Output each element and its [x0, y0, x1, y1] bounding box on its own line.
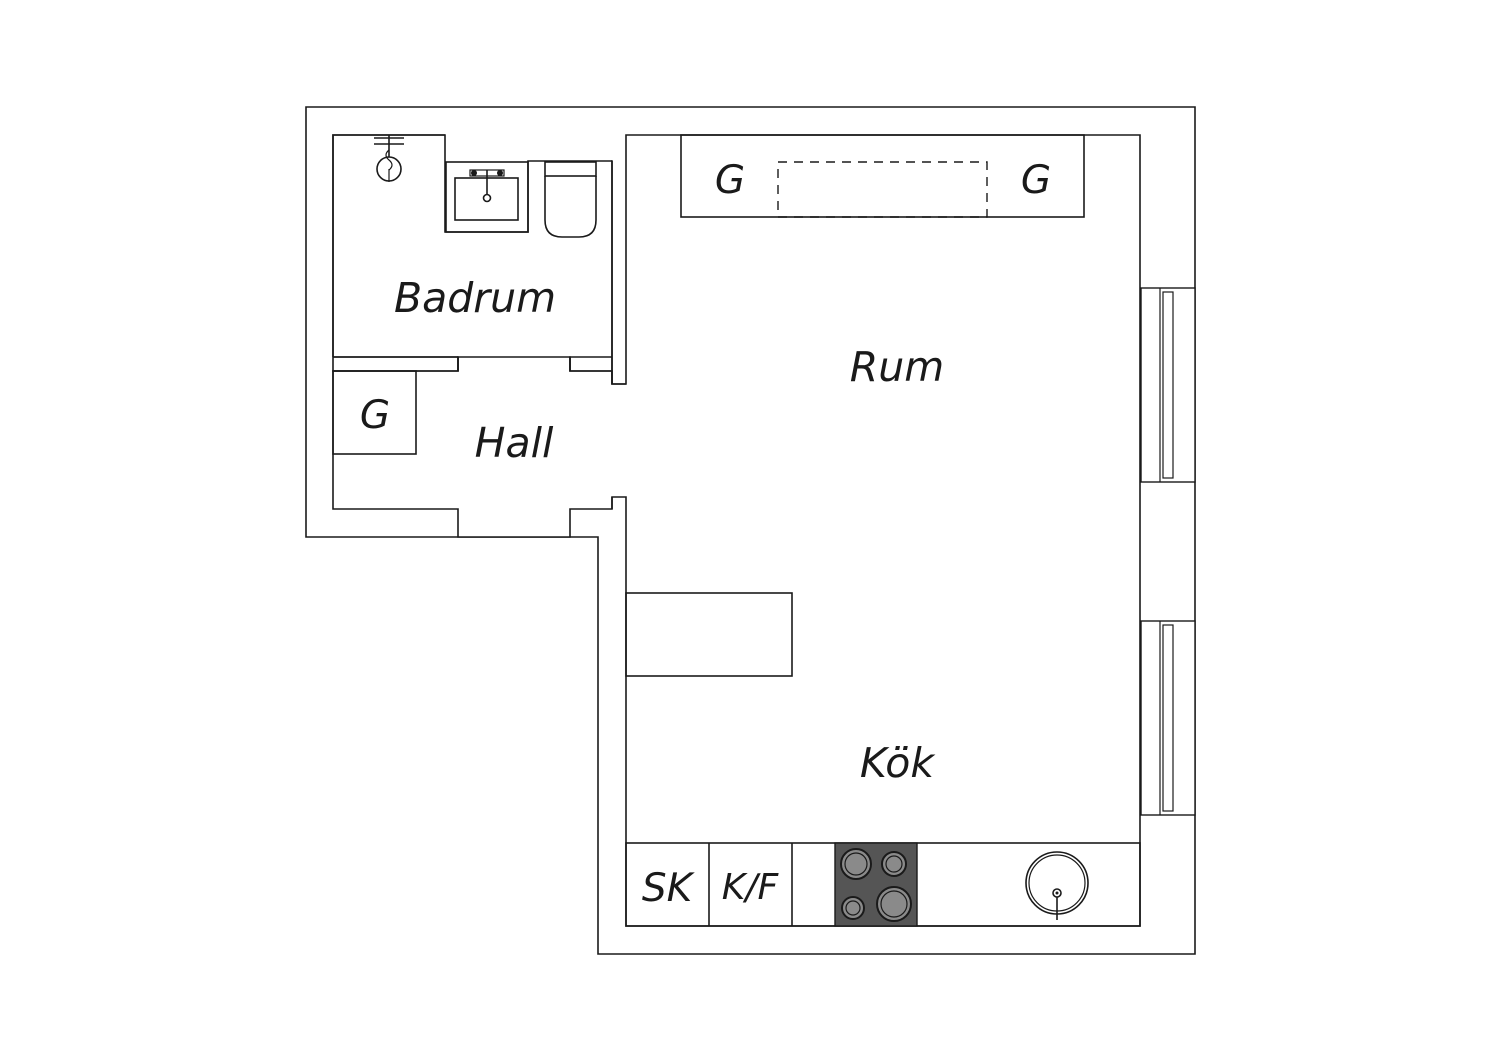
wardrobe-label-right: G: [1021, 158, 1051, 203]
kitchen-sink-icon: [1025, 851, 1089, 920]
fridge-freezer-label: K/F: [722, 867, 780, 908]
wardrobe-unit-top: [680, 134, 1085, 218]
hall-wardrobe: [332, 370, 417, 455]
shower-icon: [374, 135, 404, 182]
wardrobe-label-left: G: [715, 158, 745, 203]
toilet-icon: [544, 161, 597, 238]
wardrobe-label-hall: G: [360, 393, 390, 438]
cabinet-label: SK: [642, 866, 696, 911]
kitchen-peninsula: [625, 592, 793, 677]
room-label-hall: Hall: [475, 419, 554, 467]
room-label-rum: Rum: [850, 343, 944, 391]
room-label-kok: Kök: [860, 739, 937, 787]
window-lower: [1140, 620, 1196, 816]
bathroom-floor: [334, 136, 611, 356]
stove-icon: [834, 842, 918, 927]
window-upper: [1140, 287, 1196, 483]
washbasin-icon: [445, 161, 529, 233]
room-label-badrum: Badrum: [394, 274, 556, 322]
